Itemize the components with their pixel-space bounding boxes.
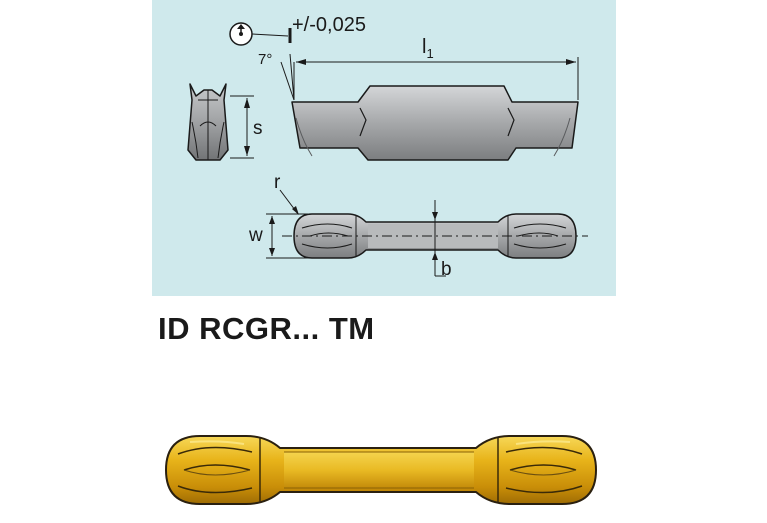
- waist-label: b: [441, 259, 452, 280]
- insert-end-view: [187, 83, 254, 161]
- tolerance-label: +/-0,025: [292, 14, 366, 36]
- insert-photo: [165, 435, 597, 505]
- radius-label: r: [274, 172, 281, 193]
- length-dimension: [293, 57, 579, 100]
- insert-top-view: [266, 189, 588, 277]
- gauge-icon: [229, 22, 292, 46]
- technical-drawing: [187, 22, 588, 277]
- angle-label: 7°: [258, 51, 273, 68]
- thickness-label: s: [253, 118, 263, 139]
- width-label: w: [249, 225, 263, 246]
- length-label-main: l: [422, 36, 427, 58]
- product-code-title: ID RCGR... TM: [158, 311, 375, 346]
- length-label: l1: [422, 37, 434, 60]
- length-label-subscript: 1: [426, 46, 434, 61]
- insert-side-view: [280, 53, 579, 161]
- technical-drawing-panel: +/-0,025 7° l1 s r w b: [152, 0, 616, 296]
